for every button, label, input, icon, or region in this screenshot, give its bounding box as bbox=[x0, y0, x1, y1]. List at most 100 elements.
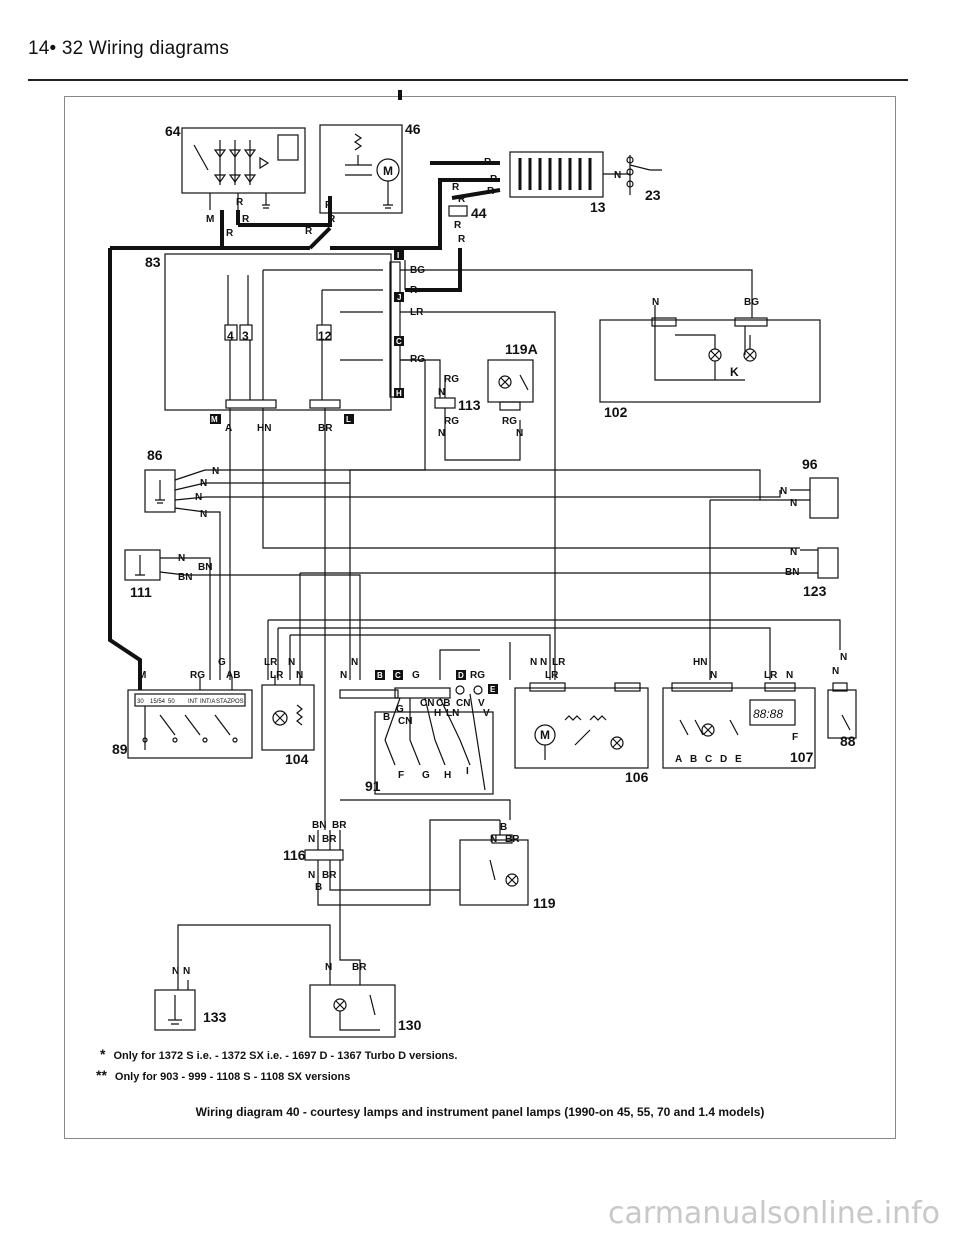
wire-label: N bbox=[652, 297, 659, 308]
label-44: 44 bbox=[471, 205, 487, 221]
ign-pos: INT bbox=[188, 699, 198, 705]
wire-label: N bbox=[490, 834, 497, 845]
component-86 bbox=[144, 469, 781, 680]
motor-m-106: M bbox=[540, 728, 550, 742]
ign-pos: POS bbox=[231, 699, 244, 705]
component-130 bbox=[309, 984, 396, 1038]
footnote-1-mark: * bbox=[100, 1046, 106, 1062]
switch-letters-91: F G H I bbox=[398, 766, 469, 781]
relay-12-label: 12 bbox=[318, 329, 332, 343]
switch-letter: A bbox=[675, 754, 682, 765]
footnote-2-text: Only for 903 - 999 - 1108 S - 1108 SX ve… bbox=[114, 1071, 351, 1083]
label-89: 89 bbox=[112, 741, 128, 757]
wire-label: N bbox=[786, 670, 793, 681]
label-119: 119 bbox=[533, 895, 556, 911]
wire-label: N bbox=[351, 657, 358, 668]
wire-label: V bbox=[483, 708, 490, 719]
wire-label: HN bbox=[257, 423, 271, 434]
diagram-frame bbox=[64, 96, 896, 1139]
wire-label: R bbox=[236, 197, 244, 208]
wire-label: N bbox=[840, 652, 847, 663]
wire-label: R bbox=[490, 174, 498, 185]
label-119A: 119A bbox=[505, 341, 538, 357]
label-23: 23 bbox=[645, 187, 661, 203]
label-106: 106 bbox=[625, 769, 649, 785]
motor-m-46: M bbox=[383, 164, 393, 178]
wire-label: BR bbox=[318, 423, 333, 434]
switch-letter: D bbox=[720, 754, 727, 765]
ignition-switch-89 bbox=[127, 678, 253, 759]
wire-label: N bbox=[540, 657, 547, 668]
wire-label: B bbox=[500, 822, 507, 833]
page-header: 14• 32 Wiring diagrams bbox=[0, 0, 960, 82]
ign-pos: STAZ bbox=[216, 699, 231, 705]
wire-label: N bbox=[710, 670, 717, 681]
footnote-1: *Only for 1372 S i.e. - 1372 SX i.e. - 1… bbox=[100, 1046, 457, 1062]
motor-symbols: M M bbox=[383, 164, 550, 742]
wire-label: N bbox=[308, 834, 315, 845]
label-107: 107 bbox=[790, 749, 814, 765]
wire-label: A bbox=[225, 423, 232, 434]
wire-label: BN bbox=[178, 572, 192, 583]
connector-tag: J bbox=[397, 293, 401, 302]
wire-label: RG bbox=[502, 416, 517, 427]
wire-label: BG bbox=[744, 297, 759, 308]
wire-label: N bbox=[790, 498, 797, 509]
component-104 bbox=[261, 675, 315, 751]
lamp-119A bbox=[487, 359, 534, 411]
wire-label: N bbox=[614, 170, 621, 181]
wire-label: R bbox=[226, 228, 234, 239]
wire-label: BR bbox=[505, 834, 520, 845]
wire-label: BR bbox=[352, 962, 367, 973]
label-96: 96 bbox=[802, 456, 818, 472]
component-96 bbox=[710, 477, 839, 519]
connector-tag: M bbox=[211, 415, 218, 424]
wire-label: LN bbox=[446, 708, 459, 719]
ign-pos: INT/A bbox=[200, 699, 215, 705]
label-116: 116 bbox=[283, 847, 306, 863]
wire-label: BR bbox=[332, 820, 347, 831]
label-104: 104 bbox=[285, 751, 309, 767]
label-111: 111 bbox=[130, 584, 152, 600]
wire-label: N bbox=[183, 966, 190, 977]
wire-label: R bbox=[242, 214, 250, 225]
wire-label: LR bbox=[552, 657, 566, 668]
label-123: 123 bbox=[803, 583, 827, 599]
figure-caption: Wiring diagram 40 - courtesy lamps and i… bbox=[195, 1105, 765, 1119]
label-130: 130 bbox=[398, 1017, 422, 1033]
label-102: 102 bbox=[604, 404, 628, 420]
connector-tag: C bbox=[396, 337, 402, 346]
component-123 bbox=[299, 547, 839, 680]
wire-label: M bbox=[138, 670, 146, 681]
label-83: 83 bbox=[145, 254, 161, 270]
ign-pos: 30 bbox=[137, 699, 144, 705]
wire-label: B bbox=[315, 882, 322, 893]
wire-label: LR bbox=[764, 670, 778, 681]
wire-labels: R R R N R R R R M R R R R R R BG R LR RG… bbox=[138, 157, 847, 977]
fusebox-83 bbox=[164, 253, 401, 411]
wire-label: LR bbox=[264, 657, 278, 668]
wire-label: N bbox=[438, 387, 445, 398]
wire-label: M bbox=[206, 214, 214, 225]
ign-pos: 15/54 bbox=[150, 699, 166, 705]
wire-label: BG bbox=[410, 265, 425, 276]
wire-label: CN bbox=[420, 698, 434, 709]
starter-46 bbox=[319, 124, 403, 214]
page-title: 14• 32 Wiring diagrams bbox=[28, 38, 230, 59]
relay-labels: 4 3 12 K bbox=[227, 329, 739, 379]
label-64: 64 bbox=[165, 123, 181, 139]
connector-tag: H bbox=[396, 389, 402, 398]
wire-label: RG bbox=[410, 354, 425, 365]
ground-23 bbox=[626, 155, 662, 195]
ignition-positions: 30 15/54 50 INT INT/A STAZ POS bbox=[137, 699, 244, 705]
alternator-64 bbox=[181, 127, 306, 210]
wire-label: R bbox=[305, 226, 313, 237]
label-86: 86 bbox=[147, 447, 163, 463]
label-13: 13 bbox=[590, 199, 606, 215]
connector-tag: D bbox=[458, 671, 464, 680]
wire-label: BN bbox=[198, 562, 212, 573]
switch-letter: G bbox=[422, 770, 430, 781]
switch-letters-107: A B C D E F bbox=[675, 732, 798, 765]
wire-label: N bbox=[325, 962, 332, 973]
wire-label: CN bbox=[456, 698, 470, 709]
